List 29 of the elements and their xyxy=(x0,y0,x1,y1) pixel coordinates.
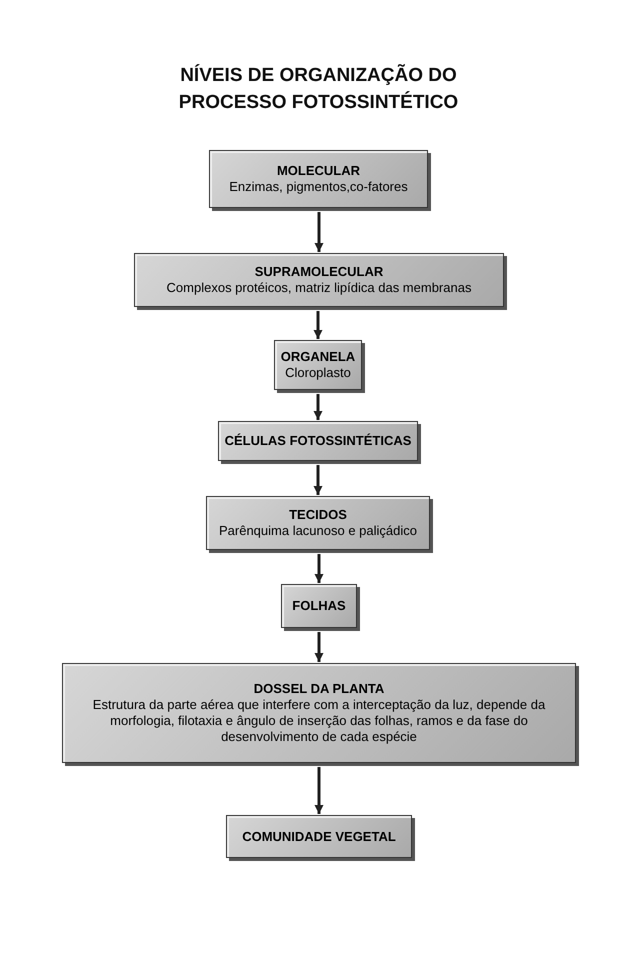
arrow xyxy=(314,465,322,495)
arrow xyxy=(314,632,324,662)
title: NÍVEIS DE ORGANIZAÇÃO DO PROCESSO FOTOSSINTÉTICO xyxy=(178,63,460,115)
arrow xyxy=(314,394,322,420)
level-heading: CÉLULAS FOTOSSINTÉTICAS xyxy=(224,433,412,449)
arrow xyxy=(314,311,322,339)
level-description: Enzimas, pigmentos,co-fatores xyxy=(229,179,408,195)
level-box xyxy=(274,340,362,390)
level-description: Complexos protéicos, matriz lipídica das membranas xyxy=(166,280,472,296)
level-heading: COMUNIDADE VEGETAL xyxy=(242,828,396,844)
level-heading: TECIDOS xyxy=(289,507,347,523)
level-description: Estrutura da parte aérea que interfere com a interceptação da luz, depende da morfologia, filotaxia e ângulo de inserção das folhas, ramos e da fase do desenvolvimento de cada espécie xyxy=(92,697,546,745)
level-heading: DOSSEL DA PLANTA xyxy=(254,681,384,697)
level-description: Cloroplasto xyxy=(285,365,351,381)
level-box xyxy=(209,150,428,208)
level-heading: SUPRAMOLECULAR xyxy=(254,264,384,280)
arrow xyxy=(314,554,324,583)
level-heading: ORGANELA xyxy=(280,349,356,365)
arrow xyxy=(314,212,324,252)
level-description: Parênquima lacunoso e paliçádico xyxy=(218,523,417,539)
level-box xyxy=(62,663,576,763)
level-heading: FOLHAS xyxy=(292,598,346,614)
level-heading: MOLECULAR xyxy=(276,163,360,179)
level-box xyxy=(134,253,504,307)
level-box xyxy=(218,421,418,461)
level-box xyxy=(281,584,357,628)
level-box xyxy=(226,815,412,858)
level-box xyxy=(206,496,430,550)
arrow xyxy=(314,767,324,814)
